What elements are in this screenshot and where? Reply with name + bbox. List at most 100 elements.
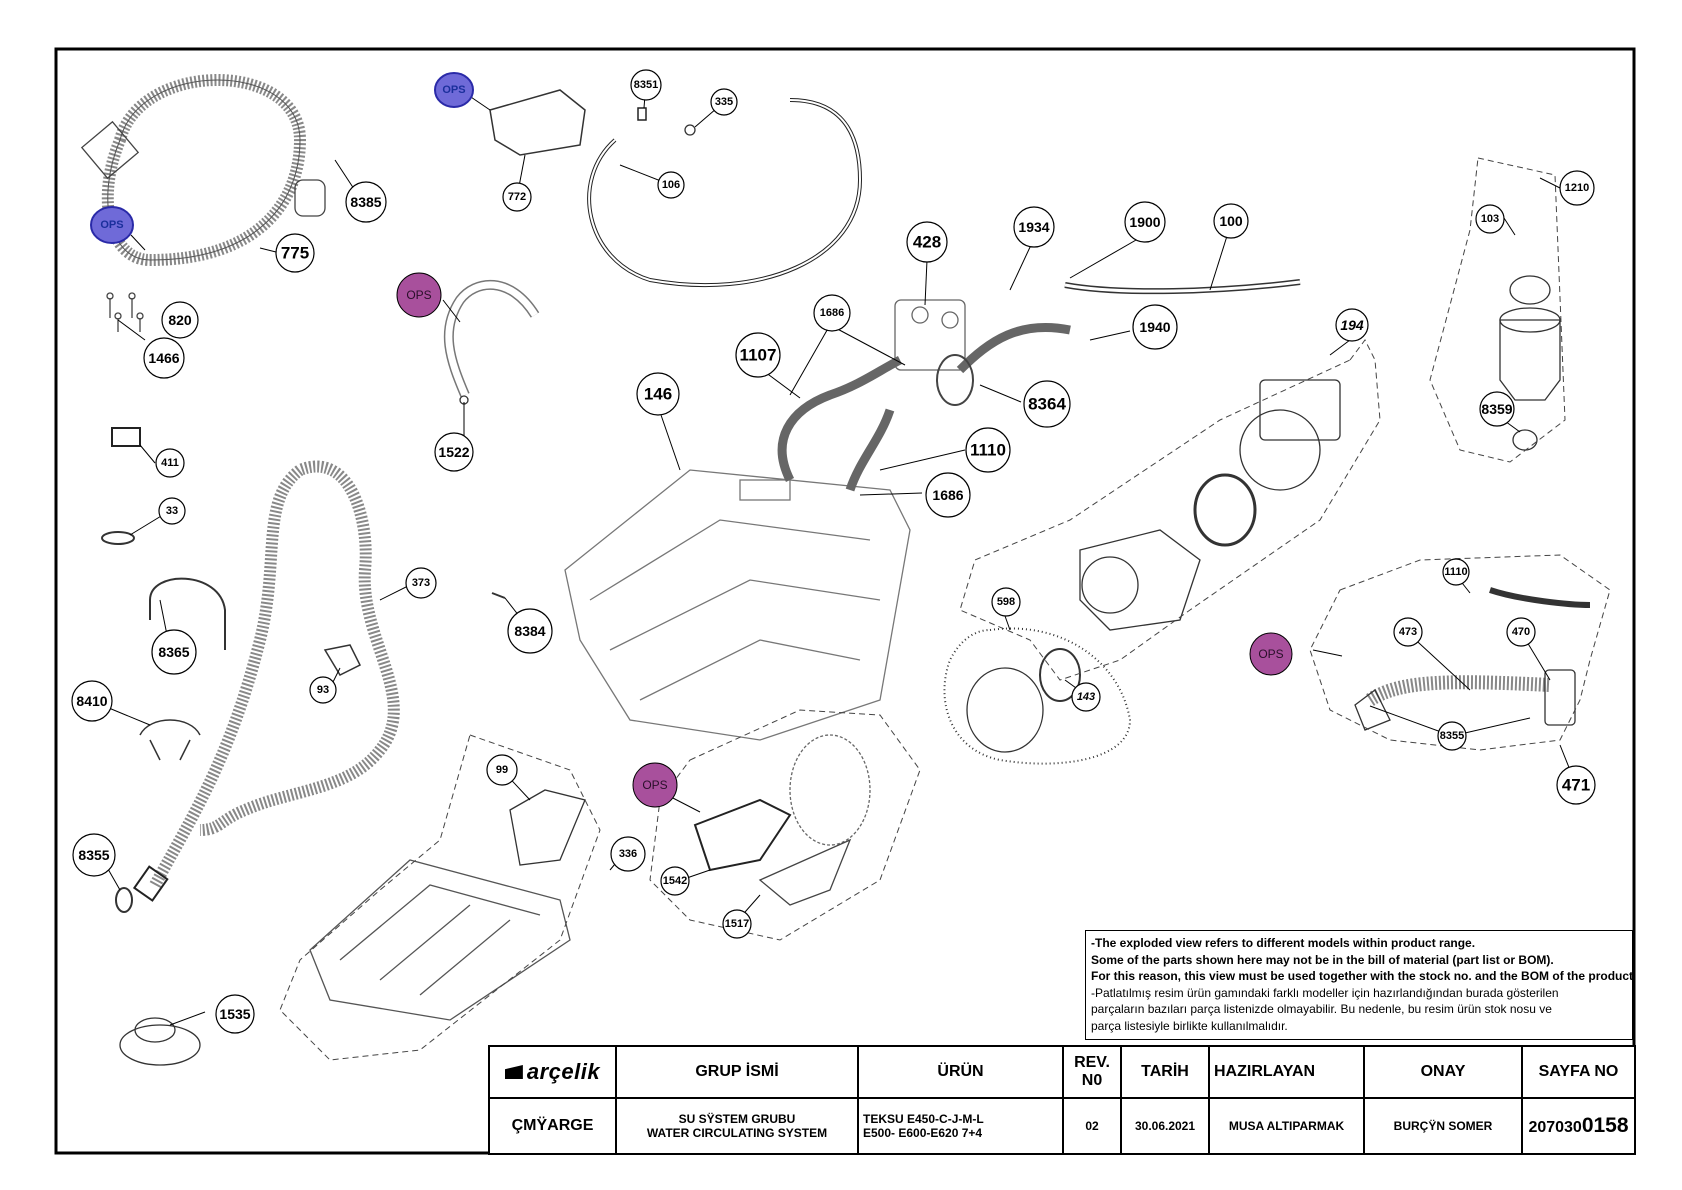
svg-text:106: 106 <box>662 179 680 191</box>
page-prefix: 207030 <box>1528 1119 1582 1136</box>
callout-411: 411 <box>155 448 185 478</box>
page-header: SAYFA NO <box>1521 1045 1636 1099</box>
rev-header: REV.N0 <box>1062 1045 1122 1099</box>
callout-1686-bottom: 1686 <box>925 472 971 518</box>
note-line: -The exploded view refers to different m… <box>1091 936 1476 950</box>
ops-tags: OPS OPS OPS OPS OPS <box>90 72 1293 808</box>
ops-tag-1542: OPS <box>632 762 678 808</box>
drain-hose-373 <box>149 460 400 888</box>
rev-value: 02 <box>1062 1097 1122 1155</box>
callout-1522: 1522 <box>434 432 474 472</box>
callout-100: 100 <box>1213 203 1249 239</box>
note-line: For this reason, this view must be used … <box>1091 969 1637 983</box>
title-block: arçelik GRUP İSMİ ÜRÜN REV.N0 TARİH HAZI… <box>488 1045 1636 1155</box>
callout-143: 143 <box>1071 682 1101 712</box>
svg-text:103: 103 <box>1481 213 1499 225</box>
svg-text:473: 473 <box>1399 626 1417 638</box>
outline-1542 <box>649 709 921 941</box>
svg-text:772: 772 <box>508 191 526 203</box>
svg-text:143: 143 <box>1077 691 1095 703</box>
callout-1110-right: 1110 <box>1442 558 1470 586</box>
svg-text:775: 775 <box>281 244 309 263</box>
svg-text:1934: 1934 <box>1018 219 1049 235</box>
approve-header: ONAY <box>1363 1045 1523 1099</box>
screw-8384 <box>491 592 506 599</box>
callout-93: 93 <box>309 676 337 704</box>
svg-text:411: 411 <box>161 457 179 469</box>
svg-text:820: 820 <box>168 312 192 328</box>
product-line2: E500- E600-E620 7+4 <box>863 1126 983 1140</box>
logo-text: arçelik <box>526 1059 601 1084</box>
svg-text:1686: 1686 <box>820 307 844 319</box>
callout-33: 33 <box>158 497 186 525</box>
callout-373: 373 <box>405 567 437 599</box>
tube-106 <box>587 98 863 288</box>
callout-336: 336 <box>610 836 646 872</box>
note-line: parçaların bazıları parça listenizde olm… <box>1091 1002 1552 1016</box>
svg-text:8351: 8351 <box>634 79 658 91</box>
callout-99: 99 <box>486 754 518 786</box>
outline-336 <box>279 734 601 1061</box>
clamp-8364 <box>936 354 974 406</box>
callout-1542: 1542 <box>660 866 690 896</box>
callout-470: 470 <box>1506 617 1536 647</box>
date-value: 30.06.2021 <box>1120 1097 1210 1155</box>
svg-text:OPS: OPS <box>100 219 123 231</box>
callout-1940: 1940 <box>1132 304 1178 350</box>
svg-text:336: 336 <box>619 848 637 860</box>
callout-775: 775 <box>275 233 315 273</box>
callout-1900: 1900 <box>1124 201 1166 243</box>
svg-text:OPS: OPS <box>442 84 465 96</box>
svg-text:93: 93 <box>317 684 329 696</box>
gasket-143 <box>1039 648 1081 702</box>
clip-411 <box>111 427 141 447</box>
svg-text:1110: 1110 <box>1444 566 1467 578</box>
svg-text:194: 194 <box>1340 317 1364 333</box>
svg-text:OPS: OPS <box>1258 647 1283 661</box>
svg-text:8355: 8355 <box>78 847 109 863</box>
outline-194 <box>959 339 1381 681</box>
svg-text:8365: 8365 <box>158 644 189 660</box>
callout-1466: 1466 <box>143 337 185 379</box>
callout-471: 471 <box>1556 765 1596 805</box>
note-line: -Patlatılmış resim ürün gamındaki farklı… <box>1091 985 1559 1000</box>
callout-8385: 8385 <box>345 181 387 223</box>
disclaimer-note: -The exploded view refers to different m… <box>1085 930 1637 1040</box>
callout-8355-right: 8355 <box>1437 721 1467 751</box>
svg-text:1522: 1522 <box>438 444 469 460</box>
prepared-by: MUSA ALTIPARMAK <box>1208 1097 1365 1155</box>
callout-8359: 8359 <box>1479 391 1515 427</box>
bracket-8365 <box>149 577 226 650</box>
callout-106: 106 <box>657 171 685 199</box>
part-93 <box>323 644 362 676</box>
svg-text:8385: 8385 <box>350 194 381 210</box>
callout-820: 820 <box>161 301 199 339</box>
note-line: Some of the parts shown here may not be … <box>1091 952 1554 967</box>
callout-772: 772 <box>502 182 532 212</box>
drawer-336 <box>309 859 571 1021</box>
svg-text:OPS: OPS <box>406 288 431 302</box>
product-header: ÜRÜN <box>857 1045 1064 1099</box>
prepared-header: HAZIRLAYAN <box>1208 1045 1365 1099</box>
pump-group-194 <box>1079 379 1341 631</box>
callout-194: 194 <box>1335 308 1369 342</box>
callout-335: 335 <box>710 88 738 116</box>
svg-text:335: 335 <box>715 96 733 108</box>
callout-8365: 8365 <box>151 629 197 675</box>
callouts: 775 8385 772 8351 335 106 820 1466 1522 … <box>71 69 1596 1034</box>
svg-text:8384: 8384 <box>514 623 545 639</box>
callout-1110: 1110 <box>965 427 1011 473</box>
date-header: TARİH <box>1120 1045 1210 1099</box>
filter-598 <box>966 667 1044 753</box>
leader-lines <box>91 92 1577 1026</box>
callout-1535: 1535 <box>215 994 255 1034</box>
svg-text:99: 99 <box>496 764 508 776</box>
part-1535 <box>119 1017 201 1066</box>
ring-335 <box>684 124 696 136</box>
outline-598 <box>943 627 1132 765</box>
callout-598: 598 <box>991 587 1021 617</box>
svg-text:470: 470 <box>1512 626 1530 638</box>
callout-1107: 1107 <box>735 332 781 378</box>
